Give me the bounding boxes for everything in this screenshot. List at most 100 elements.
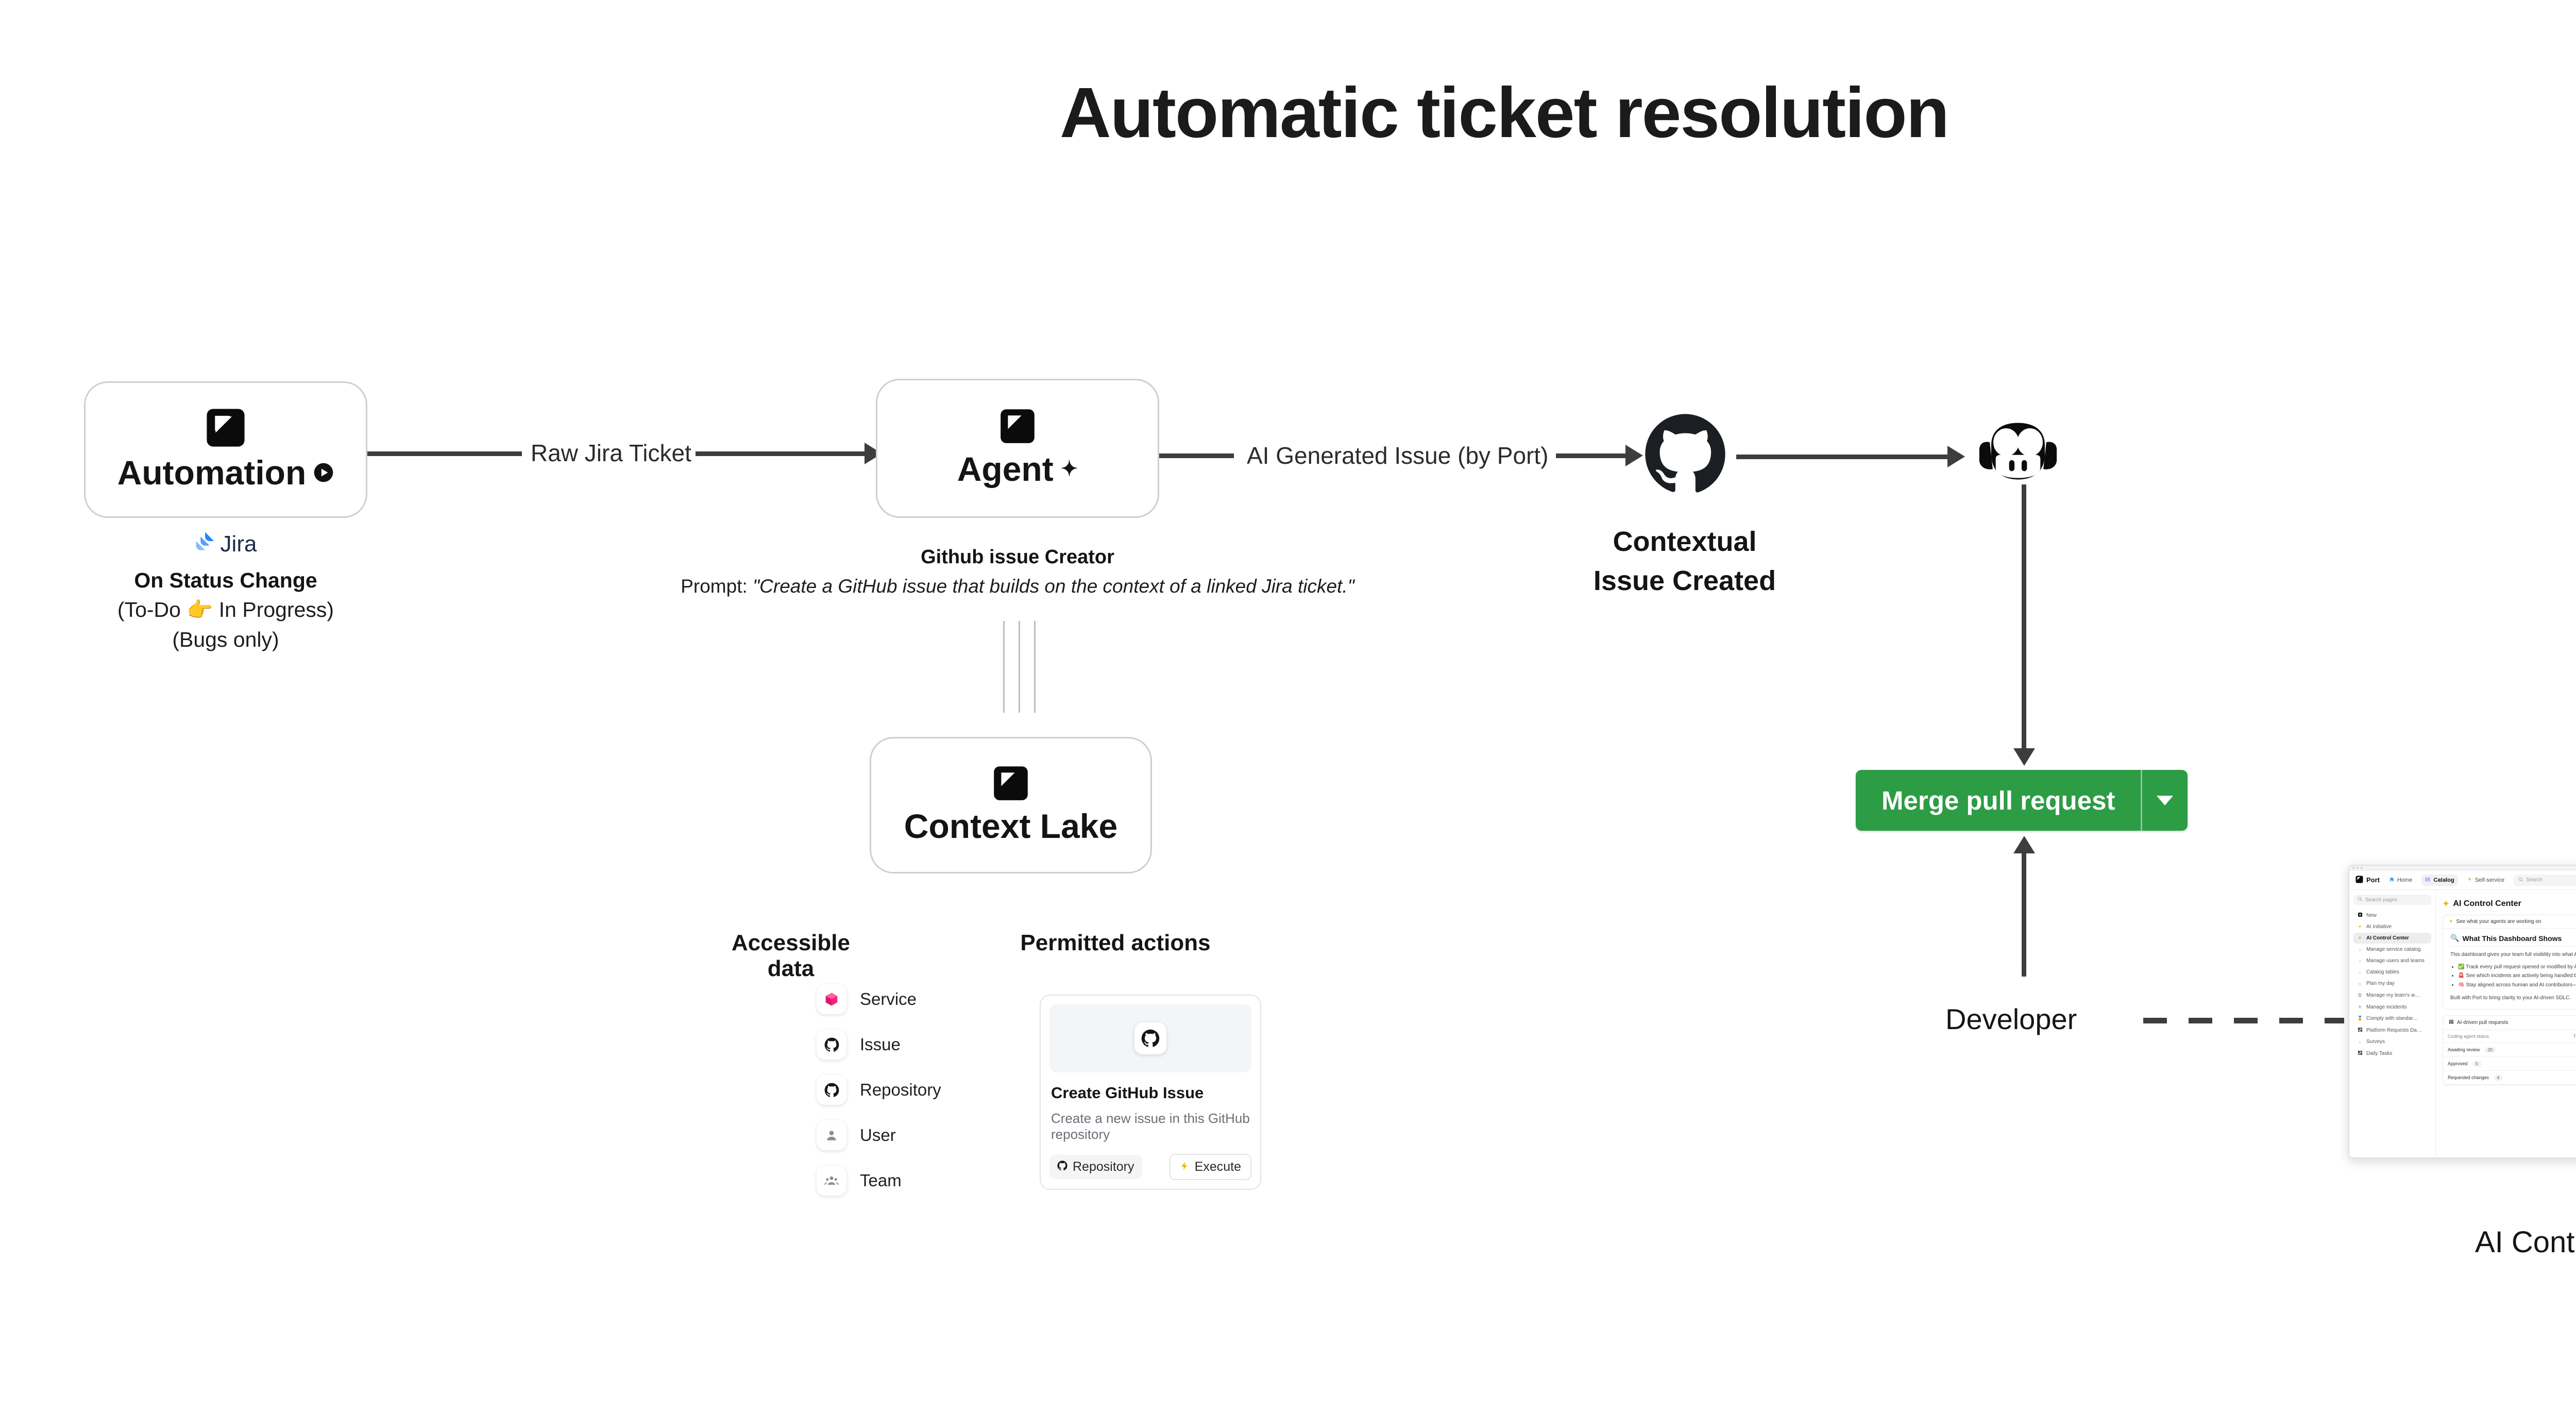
sidebar-item-manage-incidents[interactable]: ✳ Manage incidents <box>2353 1002 2431 1013</box>
sidebar-item-label: AI Initiative <box>2366 924 2392 930</box>
sparkle-icon: ✦ <box>2358 935 2362 940</box>
edge-line-left-b <box>696 451 866 456</box>
dashboard-bullet: 🚨 See which incidents are actively being… <box>2458 971 2576 981</box>
nav-item-self-service[interactable]: Self-service <box>2464 875 2508 885</box>
sidebar-item-label: Comply with standar… <box>2366 1016 2418 1021</box>
sparkle-icon: ✦ <box>2449 919 2453 924</box>
node-agent[interactable]: Agent ✦ <box>876 379 1159 518</box>
sidebar-item-new[interactable]: New <box>2353 910 2431 921</box>
node-automation[interactable]: Automation <box>84 381 367 518</box>
action-card-description: Create a new issue in this GitHub reposi… <box>1051 1111 1250 1142</box>
pr-table-header-label: AI-driven pull requests <box>2457 1019 2509 1026</box>
nav-item-home[interactable]: Home <box>2385 875 2416 886</box>
window-dot <box>2352 867 2354 869</box>
global-search-input[interactable]: Search ⌘ K <box>2514 874 2576 886</box>
arrow-head-to-merge <box>2013 748 2035 766</box>
table-header-row: Coding agent status Title Pull Request U… <box>2443 1030 2576 1043</box>
sidebar-item-manage-my-teams-work[interactable]: Manage my team's w… <box>2353 989 2431 1001</box>
row-status: Awaiting review 20 <box>2443 1043 2569 1057</box>
dashboard-page-title: ✦ AI Control Center <box>2443 899 2576 909</box>
arrow-head-to-merge-up <box>2013 836 2035 853</box>
sidebar-item-label: Manage incidents <box>2366 1004 2407 1010</box>
list-item[interactable]: Issue <box>817 1030 941 1060</box>
column-header-title[interactable]: Title <box>2568 1030 2576 1043</box>
sidebar-item-manage-users-and-teams[interactable]: › Manage users and teams <box>2353 955 2431 966</box>
chevron-right-icon: › <box>2359 958 2361 964</box>
pr-table: Coding agent status Title Pull Request U… <box>2443 1030 2576 1085</box>
sidebar-item-manage-service-catalog[interactable]: › Manage service catalog <box>2353 944 2431 955</box>
action-card-create-github-issue[interactable]: Create GitHub Issue Create a new issue i… <box>1040 995 1261 1190</box>
edge-line-developer-to-merge <box>2022 850 2026 977</box>
agent-caption: Github issue Creator Prompt: "Create a G… <box>618 546 1417 597</box>
sparkle-icon: ✦ <box>2443 900 2450 909</box>
app-top-nav: Port Home Catalo <box>2349 870 2576 890</box>
port-logo-icon <box>206 408 246 448</box>
agents-card-header: ✦ See what your agents are working on <box>2443 915 2576 929</box>
port-logo-icon <box>993 765 1029 801</box>
chevron-right-icon: › <box>2359 947 2361 952</box>
lightning-icon <box>2467 877 2472 883</box>
accessible-data-list: Service Issue Repository <box>817 984 941 1211</box>
port-brand[interactable]: Port <box>2355 875 2380 885</box>
sidebar-item-platform-requests-dashboard[interactable]: Platform Requests Da… <box>2353 1024 2431 1036</box>
execute-button[interactable]: Execute <box>1169 1154 1251 1180</box>
github-icon <box>817 1075 846 1105</box>
sidebar-item-label: New <box>2366 912 2377 918</box>
dashboard-main: + Widget ✦ AI Control Center ✦ <box>2436 890 2576 1157</box>
sidebar-item-surveys[interactable]: › Surveys <box>2353 1036 2431 1047</box>
medal-icon: 🏅 <box>2357 1016 2363 1021</box>
row-status: Requested changes 4 <box>2443 1070 2569 1085</box>
search-icon <box>2358 897 2362 903</box>
context-connector-3 <box>1034 621 1036 713</box>
sidebar-item-daily-tasks[interactable]: Daily Tasks <box>2353 1048 2431 1059</box>
developer-label: Developer <box>1945 1003 2077 1035</box>
sidebar-item-label: Daily Tasks <box>2366 1050 2393 1056</box>
list-item[interactable]: Service <box>817 984 941 1014</box>
arrow-head-to-github <box>1625 445 1643 466</box>
sidebar-item-ai-control-center[interactable]: ✦ AI Control Center <box>2353 933 2431 944</box>
cube-icon <box>817 984 846 1014</box>
merge-pull-request-label[interactable]: Merge pull request <box>1882 785 2115 815</box>
browser-chrome-bar <box>2349 866 2576 870</box>
pr-table-card: AI-driven pull requests Coding agent sta… <box>2443 1015 2576 1085</box>
accessible-data-heading: Accessible data <box>732 930 850 981</box>
dashboard-section-heading-label: What This Dashboard Shows <box>2462 934 2562 943</box>
home-icon <box>2389 877 2395 884</box>
merge-pull-request-button[interactable]: Merge pull request <box>1856 770 2188 831</box>
nav-item-catalog[interactable]: Catalog <box>2421 874 2458 886</box>
search-pages-placeholder: Search pages <box>2365 897 2397 903</box>
lightning-icon <box>1180 1159 1190 1174</box>
table-row[interactable]: Approved 5 <box>2443 1056 2576 1071</box>
jira-label: Jira <box>220 531 257 557</box>
agent-prompt-text: "Create a GitHub issue that builds on th… <box>753 576 1354 597</box>
github-copilot-icon <box>1973 418 2063 488</box>
edge-line-left-a <box>367 451 522 456</box>
page-title: Automatic ticket resolution <box>1060 73 1950 153</box>
context-connector-1 <box>1003 621 1005 713</box>
list-item[interactable]: User <box>817 1120 941 1150</box>
ai-control-center-caption: AI Control Center <box>2348 1175 2576 1259</box>
github-icon <box>1057 1159 1067 1174</box>
jira-integration: Jira <box>32 531 419 557</box>
search-pages-input[interactable]: Search pages <box>2353 895 2431 905</box>
sidebar-item-ai-initiative[interactable]: ✦ AI Initiative <box>2353 921 2431 932</box>
play-icon[interactable] <box>313 462 334 483</box>
sidebar-item-comply-with-standards[interactable]: 🏅 Comply with standar… <box>2353 1013 2431 1024</box>
port-logo-icon <box>999 408 1036 444</box>
ai-control-center-screenshot[interactable]: Port Home Catalo <box>2348 865 2576 1158</box>
sidebar-item-plan-my-day[interactable]: ☼ Plan my day <box>2353 978 2431 989</box>
node-context-lake[interactable]: Context Lake <box>870 737 1152 873</box>
dashboard-bullet: ✅ Track every pull request opened or mod… <box>2458 963 2576 972</box>
row-status-label: Approved <box>2448 1061 2468 1066</box>
table-row[interactable]: Awaiting review 20 <box>2443 1043 2576 1057</box>
node-context-lake-label: Context Lake <box>904 806 1118 845</box>
list-item[interactable]: Repository <box>817 1075 941 1105</box>
action-card-tag-label: Repository <box>1073 1159 1134 1174</box>
table-row[interactable]: Requested changes 4 <box>2443 1070 2576 1085</box>
chevron-down-icon[interactable] <box>2142 770 2188 831</box>
chevron-right-icon: › <box>2359 969 2361 975</box>
column-header-status[interactable]: Coding agent status <box>2443 1030 2569 1043</box>
sidebar-item-label: Plan my day <box>2366 981 2395 986</box>
list-item[interactable]: Team <box>817 1166 941 1196</box>
sidebar-item-catalog-tables[interactable]: › Catalog tables <box>2353 967 2431 978</box>
